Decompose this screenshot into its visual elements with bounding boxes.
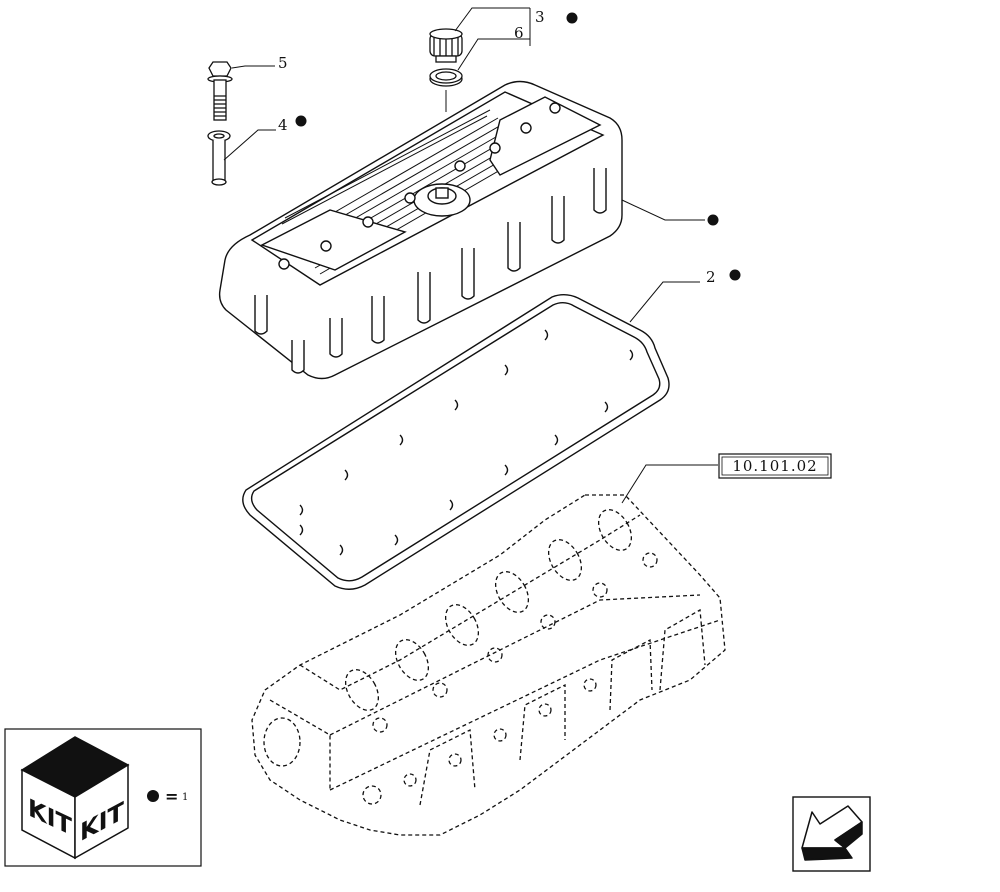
reference-code: 10.101.02 (732, 457, 817, 475)
legend-qty: 1 (182, 792, 188, 803)
kit-marker-dot (566, 12, 578, 24)
leader-lines (223, 7, 718, 504)
callout-4: 4 (278, 116, 288, 134)
callout-5: 5 (278, 54, 288, 72)
kit-marker-dot (729, 269, 741, 281)
filler-cap-seal (429, 68, 463, 87)
callout-3: 3 (535, 8, 545, 26)
cylinder-head-drawing (251, 494, 726, 836)
valve-cover-gasket (242, 294, 670, 590)
arrow-back-icon (801, 805, 863, 861)
callout-6: 6 (514, 24, 524, 42)
kit-cube-icon (20, 736, 130, 860)
kit-marker-dot (147, 790, 159, 802)
kit-legend: KIT KIT = 1 (4, 728, 202, 867)
kit-marker-dot (707, 214, 719, 226)
legend-equals: = (165, 787, 178, 806)
cover-bolt (207, 61, 233, 121)
bolt-spacer (207, 130, 231, 186)
callout-2: 2 (706, 268, 716, 286)
nav-back-button[interactable] (792, 796, 871, 872)
reference-link[interactable]: 10.101.02 (718, 453, 832, 479)
oil-filler-cap (429, 28, 463, 63)
kit-marker-dot (295, 115, 307, 127)
valve-cover-drawing (218, 80, 623, 380)
